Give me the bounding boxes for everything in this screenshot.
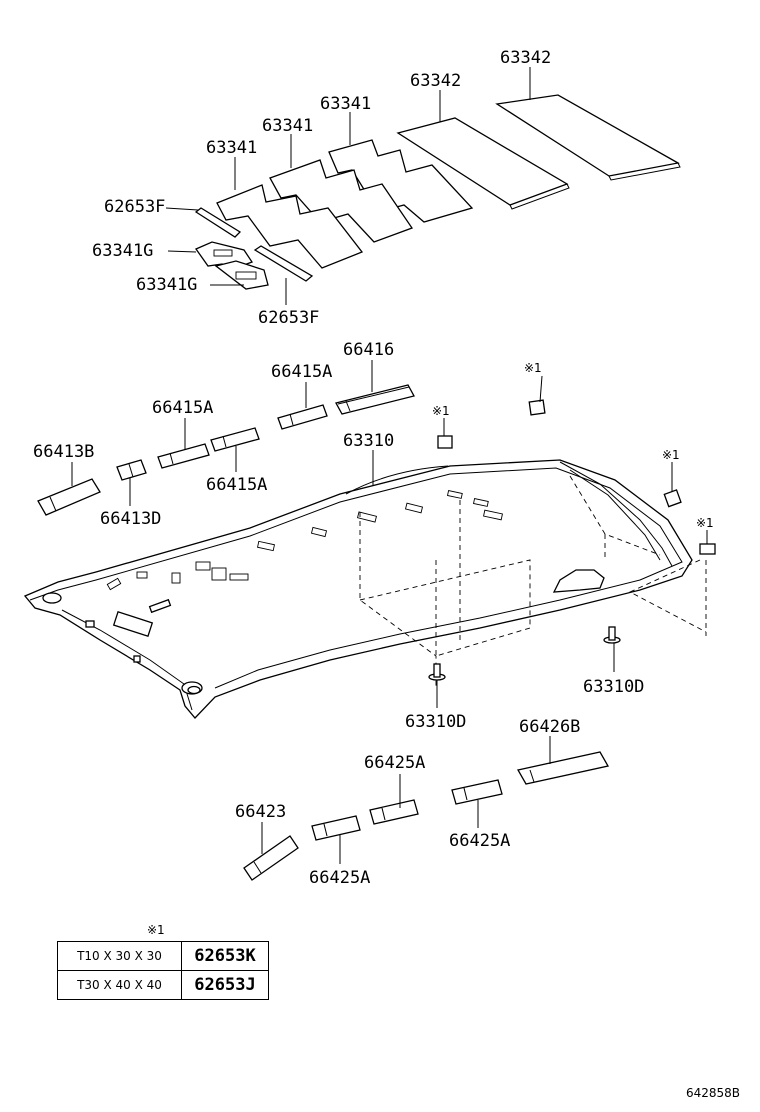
callout-63310: 63310 bbox=[343, 431, 394, 451]
clip-66415A-mid-left bbox=[157, 443, 210, 469]
callout-63342-rear: 63342 bbox=[500, 48, 551, 68]
callout-63310D-center: 63310D bbox=[405, 712, 466, 732]
bracket-66423 bbox=[243, 835, 299, 881]
callout-66425A-left: 66425A bbox=[309, 868, 370, 888]
headliner-63310 bbox=[23, 459, 693, 719]
part-number-cell: 62653K bbox=[181, 941, 269, 971]
note-mark-4: ※1 bbox=[696, 516, 714, 530]
bracket-66426B bbox=[516, 751, 610, 785]
callout-66423: 66423 bbox=[235, 802, 286, 822]
figure-code: 642858B bbox=[686, 1086, 741, 1100]
callout-66415A-mid-left: 66415A bbox=[152, 398, 213, 418]
callout-63341-a: 63341 bbox=[206, 138, 257, 158]
pad-note1-c bbox=[663, 489, 682, 508]
part-number-cell: 62653J bbox=[181, 970, 269, 1000]
callout-63341G-upper: 63341G bbox=[92, 241, 153, 261]
pad-63341-a bbox=[216, 184, 364, 269]
pad-note1-d bbox=[699, 543, 716, 555]
clip-66415A-mid-right bbox=[210, 427, 260, 452]
pad-63342-front bbox=[396, 117, 570, 210]
note-mark-2: ※1 bbox=[432, 404, 450, 418]
clip-66416 bbox=[335, 384, 415, 415]
callout-66415A-mid-right: 66415A bbox=[206, 475, 267, 495]
pad-63342-rear bbox=[495, 94, 681, 181]
size-cell: T10 X 30 X 30 bbox=[57, 941, 182, 971]
callout-62653F-lower: 62653F bbox=[258, 308, 319, 328]
fastener-63310D-center bbox=[428, 663, 446, 681]
callout-62653F-upper: 62653F bbox=[104, 197, 165, 217]
clip-66415A-top bbox=[277, 404, 328, 430]
note-mark-1: ※1 bbox=[524, 361, 542, 375]
pad-63341-b bbox=[269, 159, 414, 243]
callout-63341G-lower: 63341G bbox=[136, 275, 197, 295]
callout-66425A-center: 66425A bbox=[364, 753, 425, 773]
callout-66425A-right: 66425A bbox=[449, 831, 510, 851]
callout-66416: 66416 bbox=[343, 340, 394, 360]
callout-63310D-right: 63310D bbox=[583, 677, 644, 697]
strip-62653F-upper bbox=[194, 207, 242, 238]
callout-63341-c: 63341 bbox=[320, 94, 371, 114]
fastener-63310D-right bbox=[603, 626, 621, 644]
callout-63341-b: 63341 bbox=[262, 116, 313, 136]
callout-66413D: 66413D bbox=[100, 509, 161, 529]
bracket-66425A-left bbox=[311, 815, 361, 841]
clip-66413D bbox=[116, 459, 147, 481]
strip-62653F-lower bbox=[253, 245, 314, 282]
table-note-mark: ※1 bbox=[147, 923, 165, 937]
pad-note1-a bbox=[528, 399, 546, 416]
clip-66413B bbox=[37, 478, 101, 516]
callout-66415A-top: 66415A bbox=[271, 362, 332, 382]
pad-note1-b bbox=[437, 435, 453, 449]
bracket-66425A-right bbox=[451, 779, 503, 805]
table-row: T30 X 40 X 40 62653J bbox=[57, 970, 269, 1000]
spec-table: T10 X 30 X 30 62653K T30 X 40 X 40 62653… bbox=[57, 941, 269, 1000]
callout-66426B: 66426B bbox=[519, 717, 580, 737]
callout-66413B: 66413B bbox=[33, 442, 94, 462]
table-row: T10 X 30 X 30 62653K bbox=[57, 941, 269, 971]
callout-63342-front: 63342 bbox=[410, 71, 461, 91]
size-cell: T30 X 40 X 40 bbox=[57, 970, 182, 1000]
bracket-66425A-center bbox=[369, 799, 419, 825]
note-mark-3: ※1 bbox=[662, 448, 680, 462]
